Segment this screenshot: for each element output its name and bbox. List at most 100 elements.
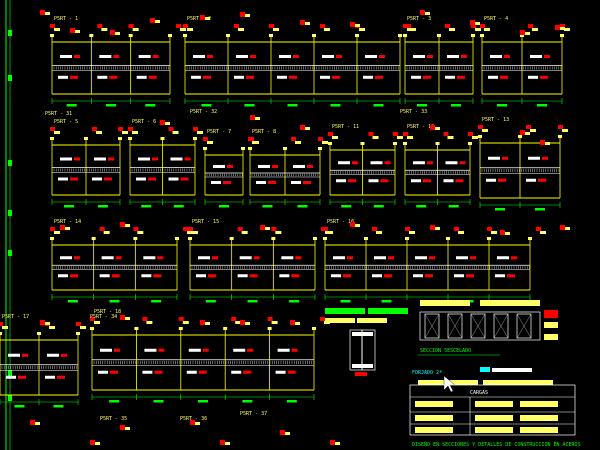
rebar-callout-bottom xyxy=(168,177,179,181)
support-marker xyxy=(443,132,449,136)
rebar-callout-bottom xyxy=(275,370,286,374)
beam-label: P5RT - 8 xyxy=(252,129,276,135)
rebar-callout xyxy=(445,161,458,165)
support-cap xyxy=(323,237,327,240)
marker-tag xyxy=(560,225,565,230)
marker-tag-label xyxy=(545,142,550,145)
rebar-callout-bottom-red xyxy=(208,274,216,278)
rebar-callout xyxy=(213,165,225,168)
dimension-text xyxy=(53,405,64,408)
marker-tag-label xyxy=(265,227,270,230)
rebar-callout xyxy=(60,157,72,161)
rebar-callout-bottom-red xyxy=(343,274,351,278)
support-marker xyxy=(203,137,208,141)
dimension-text xyxy=(141,205,152,208)
marker-tag xyxy=(350,222,355,227)
rebar-callout-bottom xyxy=(277,75,287,79)
rebar-callout xyxy=(293,165,305,168)
rebar-callout-bottom-red xyxy=(348,179,356,183)
rebar-callout xyxy=(374,256,386,260)
support-cap xyxy=(528,237,532,240)
support-marker xyxy=(50,24,55,28)
dimension-text xyxy=(173,205,184,208)
dimension-text xyxy=(417,104,427,107)
rebar-callout-bottom xyxy=(186,370,197,374)
dimension-text xyxy=(106,104,116,107)
support-marker xyxy=(183,227,188,231)
rebar-callout-bottom-red xyxy=(500,75,508,79)
support-tag xyxy=(180,28,186,31)
support-tag xyxy=(235,321,242,324)
rebar-callout-red xyxy=(114,348,120,352)
marker-tag-label xyxy=(35,422,40,425)
support-tag xyxy=(137,231,144,234)
marker-tag xyxy=(90,440,95,445)
loads-table-cell xyxy=(475,415,513,421)
rebar-callout-red xyxy=(384,161,391,165)
frame-tick xyxy=(8,160,12,166)
rebar-callout-red xyxy=(207,55,213,58)
beam-label: P5RT - 14 xyxy=(54,219,81,225)
rebar-callout xyxy=(60,256,72,260)
rebar-callout-bottom xyxy=(495,274,505,278)
rebar-callout-red xyxy=(253,256,260,260)
rebar-callout xyxy=(333,256,345,260)
rebar-callout-bottom-red xyxy=(455,179,464,183)
dimension-text xyxy=(205,300,216,303)
support-marker xyxy=(90,317,95,321)
rebar-callout-bottom-red xyxy=(287,370,296,374)
rebar-callout-red xyxy=(74,256,80,260)
dimension-text xyxy=(109,400,120,403)
marker-tag xyxy=(300,20,305,25)
support-tag xyxy=(101,28,108,31)
rebar-callout-bottom-red xyxy=(198,370,207,374)
support-cap xyxy=(355,34,359,37)
dimension-text xyxy=(151,300,162,303)
void-hatch xyxy=(470,313,486,339)
support-cap xyxy=(393,142,397,145)
support-tag xyxy=(192,231,198,234)
marker-tag-label xyxy=(505,232,510,235)
rebar-callout-bottom-red xyxy=(380,179,389,183)
support-cap xyxy=(398,34,402,37)
loads-table-header: CARGAS xyxy=(470,390,488,396)
rebar-callout-red xyxy=(158,348,165,352)
frame-tick xyxy=(8,250,12,256)
dimension-text xyxy=(219,205,229,208)
support-marker xyxy=(234,24,239,28)
beam-sub-label: P5RT - 34 xyxy=(90,314,117,320)
support-marker xyxy=(558,125,563,129)
marker-tag xyxy=(470,20,475,25)
rebar-callout-red xyxy=(542,156,548,160)
support-cap xyxy=(435,142,440,145)
rebar-callout-bottom-red xyxy=(289,75,297,79)
support-cap xyxy=(487,237,491,240)
marker-tag-label xyxy=(205,322,210,325)
support-tag xyxy=(49,326,55,329)
rebar-callout-bottom xyxy=(443,179,454,183)
slab-void xyxy=(447,313,463,339)
support-tag xyxy=(122,131,128,134)
marker-tag-label xyxy=(125,427,130,430)
support-tag xyxy=(397,136,403,139)
beam-label: P5RT - 5 xyxy=(54,119,78,125)
support-cap xyxy=(223,327,228,330)
marker-tag-label xyxy=(125,224,130,227)
beam-label: P5RT - 13 xyxy=(482,117,509,123)
rebar-callout-bottom xyxy=(237,274,248,278)
rebar-callout xyxy=(447,55,459,58)
rebar-callout-bottom xyxy=(411,179,421,183)
beam-label: P5RT - 4 xyxy=(484,16,508,22)
marker-tag-label xyxy=(155,20,160,23)
dimension-text xyxy=(64,205,74,208)
support-tag xyxy=(172,131,179,134)
frame-tick xyxy=(8,395,12,401)
rebar-callout-bottom xyxy=(136,75,147,79)
rebar-callout-red xyxy=(347,256,353,260)
support-marker xyxy=(128,24,134,28)
support-tag xyxy=(54,231,60,234)
marker-tag xyxy=(330,440,335,445)
support-cap xyxy=(133,237,138,240)
